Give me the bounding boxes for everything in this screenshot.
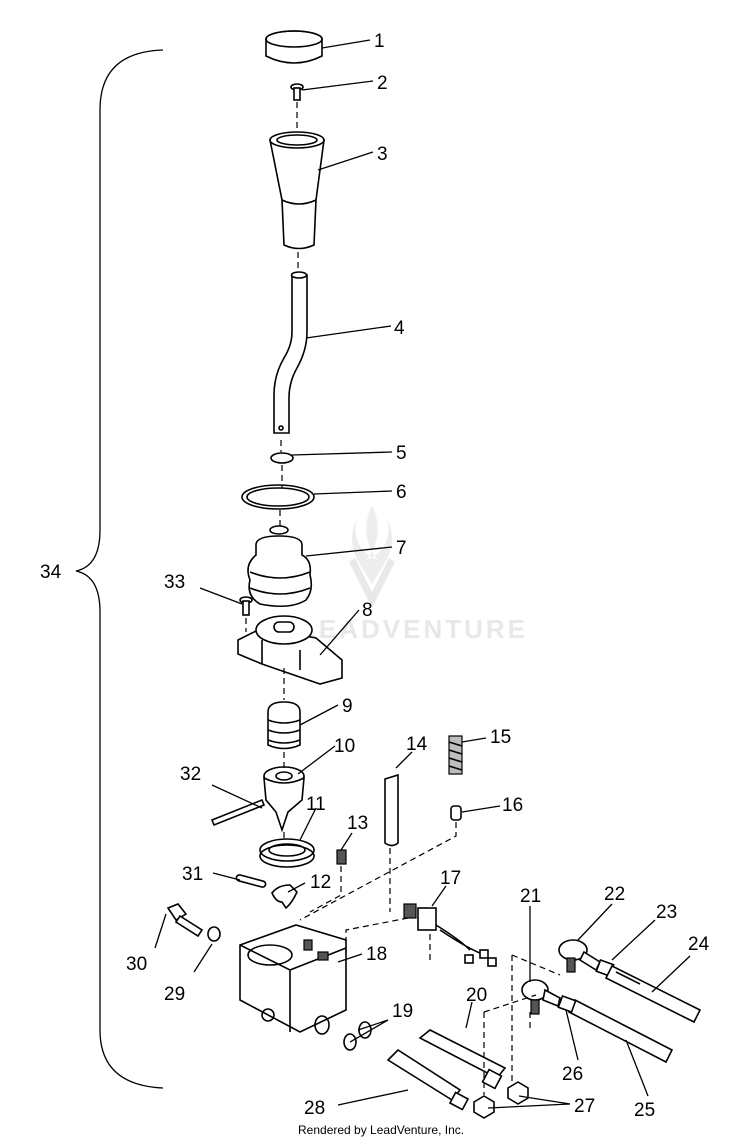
callout-28: 28: [304, 1098, 325, 1119]
part-25-cable: [567, 998, 674, 1064]
callout-12: 12: [310, 872, 331, 893]
callout-23: 23: [656, 902, 677, 923]
part-27-nuts: [473, 1081, 529, 1119]
part-31-pin: [235, 874, 267, 888]
callout-14: 14: [406, 734, 428, 755]
part-3-knob: [269, 131, 325, 250]
part-32-pin: [210, 798, 266, 827]
part-17-switch: [403, 903, 497, 967]
assembly-lines: [245, 102, 561, 1095]
callout-2: 2: [377, 73, 388, 94]
part-16-plunger: [450, 805, 462, 821]
part-13-setscrew: [336, 849, 347, 865]
part-18-shift-housing: [239, 924, 347, 1035]
part-33-screw: [239, 596, 253, 616]
callout-6: 6: [396, 482, 407, 503]
part-28-rod: [386, 1048, 470, 1111]
callout-25: 25: [634, 1100, 655, 1121]
part-19-washers: [343, 1021, 372, 1051]
part-10-pivot: [263, 766, 305, 833]
part-30-bolt: [166, 903, 204, 938]
watermark: LEADVENTURE: [300, 505, 528, 644]
assembly-brace: [75, 49, 164, 1089]
callout-19: 19: [392, 1001, 413, 1022]
callout-34: 34: [40, 562, 62, 583]
callout-21: 21: [520, 886, 541, 907]
callout-27: 27: [574, 1096, 595, 1117]
callout-11: 11: [306, 794, 326, 815]
watermark-text: LEADVENTURE: [300, 614, 528, 644]
part-29-washer: [207, 926, 221, 942]
callout-20: 20: [466, 985, 487, 1006]
part-9-bellows: [267, 701, 301, 750]
callout-26: 26: [562, 1064, 583, 1085]
callout-8: 8: [362, 600, 373, 621]
part-7-boot: [247, 525, 313, 608]
callout-32: 32: [180, 764, 201, 785]
part-21-rod-end: [521, 979, 561, 1015]
credit-text: Rendered by LeadVenture, Inc.: [298, 1123, 464, 1137]
part-8-housing-plate: [237, 615, 343, 685]
part-22-rod-end: [558, 939, 602, 973]
part-12-detent: [271, 884, 298, 910]
callout-1: 1: [374, 31, 385, 52]
part-14-pin: [384, 773, 399, 847]
callout-13: 13: [347, 813, 368, 834]
callout-10: 10: [334, 736, 355, 757]
part-2-screw: [290, 83, 304, 101]
callout-18: 18: [366, 944, 387, 965]
callout-33: 33: [164, 572, 185, 593]
callout-4: 4: [394, 318, 405, 339]
callout-16: 16: [502, 795, 523, 816]
callout-labels: 1 2 3 4 5 6 7 8 9 10 11 12 13 14 15 16 1…: [40, 31, 710, 1121]
callout-5: 5: [396, 443, 407, 464]
callout-24: 24: [688, 934, 710, 955]
callout-17: 17: [440, 868, 461, 889]
callout-9: 9: [342, 696, 353, 717]
callout-30: 30: [126, 954, 147, 975]
part-15-spring: [448, 735, 463, 775]
part-26-jam-nut: [557, 994, 577, 1014]
callout-29: 29: [164, 984, 185, 1005]
leader-lines: [154, 39, 691, 1109]
callout-22: 22: [604, 884, 625, 905]
part-11-collar: [259, 838, 315, 868]
callout-15: 15: [490, 727, 511, 748]
part-5-ring: [270, 452, 294, 464]
part-24-cable: [604, 964, 702, 1024]
callout-3: 3: [377, 144, 388, 165]
part-1-cap: [265, 30, 323, 64]
part-6-ring: [241, 484, 315, 510]
callout-31: 31: [182, 864, 203, 885]
callout-7: 7: [396, 538, 407, 559]
part-4-lever: [273, 271, 308, 434]
